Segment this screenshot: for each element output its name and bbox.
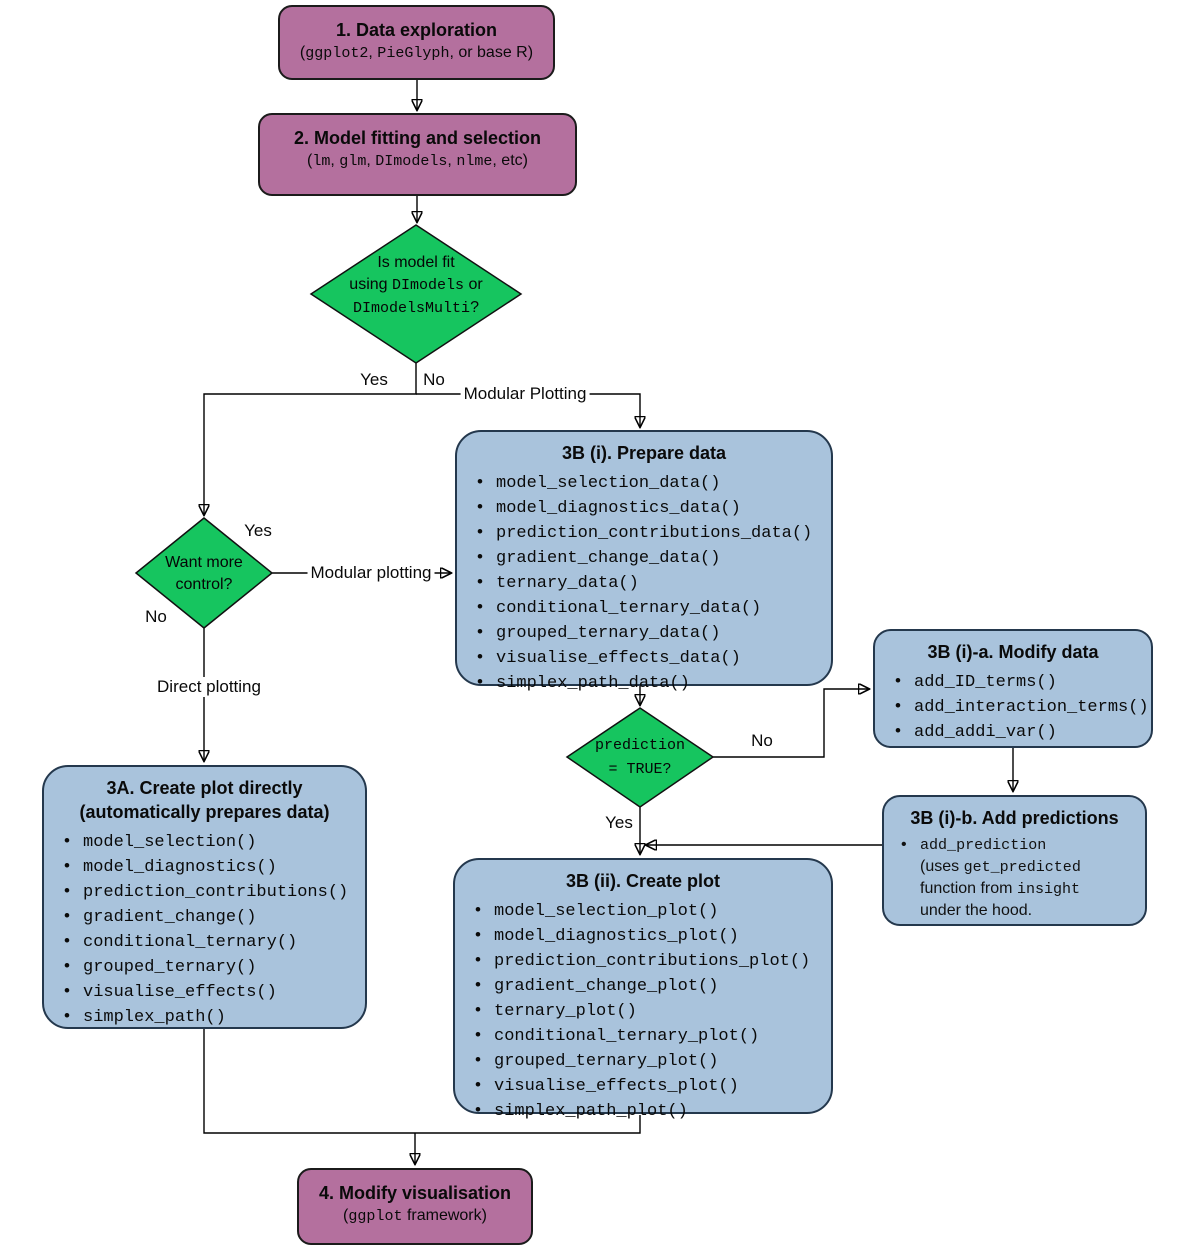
node-model-fitting: 2. Model fitting and selection (lm, glm,… — [258, 113, 577, 196]
data-exploration-title: 1. Data exploration — [335, 20, 498, 40]
function-item: gradient_change_plot() — [475, 973, 821, 998]
function-item: add_ID_terms() — [895, 669, 1141, 694]
function-item: model_diagnostics_data() — [477, 495, 821, 520]
create-plot-direct-title-line2: (automatically prepares data) — [79, 802, 330, 822]
prepare-data-title: 3B (i). Prepare data — [561, 443, 727, 463]
model-fitting-title: 2. Model fitting and selection — [293, 128, 542, 148]
function-item: gradient_change_data() — [477, 545, 821, 570]
decision-prediction-text: prediction= TRUE? — [594, 737, 685, 778]
label-control-yes: Yes — [244, 521, 272, 540]
label-model-no: No — [423, 370, 445, 389]
label-prediction-no: No — [751, 731, 773, 750]
function-item: grouped_ternary_data() — [477, 620, 821, 645]
function-item: visualise_effects_plot() — [475, 1073, 821, 1098]
function-item: add_addi_var() — [895, 719, 1141, 744]
label-model-yes: Yes — [360, 370, 388, 389]
add-predictions-bullet: add_prediction(uses get_predictedfunctio… — [884, 834, 1145, 922]
prepare-data-list: model_selection_data()model_diagnostics_… — [457, 470, 831, 695]
decision-model-fit-diamond — [309, 224, 523, 364]
node-prepare-data: 3B (i). Prepare data model_selection_dat… — [455, 430, 833, 693]
edge-prediction-no-modify — [713, 689, 868, 758]
function-item: grouped_ternary_plot() — [475, 1048, 821, 1073]
create-plot-direct-title-line1: 3A. Create plot directly — [106, 778, 303, 798]
decision-want-control-diamond — [134, 517, 274, 629]
model-fitting-subtitle: (lm, glm, DImodels, nlme, etc) — [307, 152, 528, 170]
function-item: model_diagnostics() — [64, 854, 355, 879]
function-item: simplex_path_data() — [477, 670, 821, 695]
edge-merge-bottom — [203, 1029, 641, 1134]
node-add-predictions: 3B (i)-b. Add predictions add_prediction… — [882, 795, 1147, 926]
node-create-plot-modular: 3B (ii). Create plot model_selection_plo… — [453, 858, 833, 1121]
function-item: simplex_path() — [64, 1004, 355, 1029]
function-item: simplex_path_plot() — [475, 1098, 821, 1123]
label-prediction-yes: Yes — [605, 813, 633, 832]
function-item: model_selection_data() — [477, 470, 821, 495]
function-item: gradient_change() — [64, 904, 355, 929]
function-item: model_selection_plot() — [475, 898, 821, 923]
label-direct-plotting: Direct plotting — [154, 677, 264, 697]
function-item: prediction_contributions_plot() — [475, 948, 821, 973]
function-item: ternary_data() — [477, 570, 821, 595]
function-item: conditional_ternary() — [64, 929, 355, 954]
function-item: visualise_effects_data() — [477, 645, 821, 670]
create-plot-direct-list: model_selection()model_diagnostics()pred… — [44, 829, 365, 1029]
label-control-no: No — [145, 607, 167, 626]
function-item: conditional_ternary_plot() — [475, 1023, 821, 1048]
function-item: model_diagnostics_plot() — [475, 923, 821, 948]
modify-visualisation-title: 4. Modify visualisation — [318, 1183, 512, 1203]
function-item: prediction_contributions_data() — [477, 520, 821, 545]
edge-model-yes-control — [204, 363, 417, 514]
modify-visualisation-subtitle: (ggplot framework) — [343, 1207, 487, 1225]
function-item: ternary_plot() — [475, 998, 821, 1023]
modify-data-title: 3B (i)-a. Modify data — [927, 642, 1099, 662]
function-item: model_selection() — [64, 829, 355, 854]
function-item: grouped_ternary() — [64, 954, 355, 979]
create-plot-modular-list: model_selection_plot()model_diagnostics_… — [455, 898, 831, 1123]
data-exploration-subtitle: (ggplot2, PieGlyph, or base R) — [299, 44, 534, 62]
node-modify-data: 3B (i)-a. Modify data add_ID_terms()add_… — [873, 629, 1153, 748]
add-predictions-title: 3B (i)-b. Add predictions — [910, 808, 1119, 828]
node-create-plot-direct: 3A. Create plot directly (automatically … — [42, 765, 367, 1029]
function-item: visualise_effects() — [64, 979, 355, 1004]
function-item: add_interaction_terms() — [895, 694, 1149, 719]
decision-prediction-diamond — [565, 707, 715, 808]
create-plot-modular-title: 3B (ii). Create plot — [565, 871, 721, 891]
modify-data-list: add_ID_terms()add_interaction_terms()add… — [875, 669, 1151, 744]
node-data-exploration: 1. Data exploration (ggplot2, PieGlyph, … — [278, 5, 555, 80]
function-item: prediction_contributions() — [64, 879, 355, 904]
node-modify-visualisation: 4. Modify visualisation (ggplot framewor… — [297, 1168, 533, 1245]
label-modular-plotting-top: Modular Plotting — [460, 384, 590, 404]
function-item: conditional_ternary_data() — [477, 595, 821, 620]
label-modular-plotting-mid: Modular plotting — [307, 563, 435, 583]
